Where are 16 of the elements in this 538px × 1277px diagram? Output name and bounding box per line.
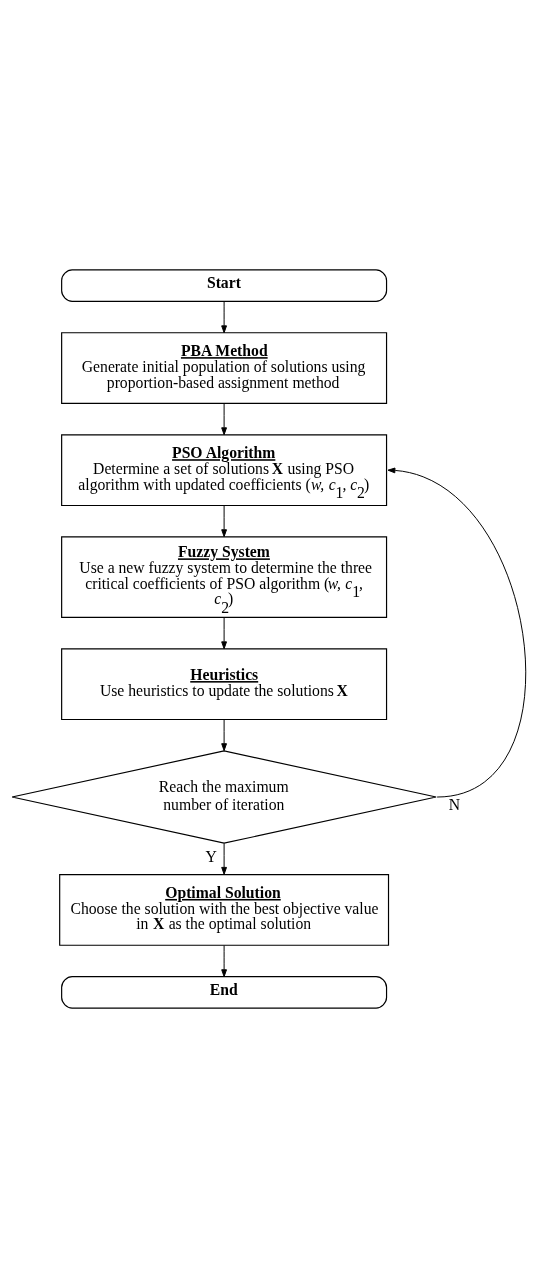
- arrow: [221, 718, 227, 751]
- arrow: [221, 616, 227, 649]
- node-box: End: [61, 975, 388, 1009]
- arrow: [221, 300, 227, 333]
- node-box: PBA Method Generate initial population of solutions using proportion-based assignment method: [61, 331, 388, 404]
- arrow: [221, 944, 227, 977]
- arrow: [221, 402, 227, 435]
- node-box: Heuristics Use heuristics to update the solutions X: [61, 647, 388, 720]
- edge-label: N: [448, 795, 461, 813]
- arrow: [387, 467, 527, 797]
- edge-label: Y: [205, 847, 217, 865]
- arrow: [221, 842, 227, 875]
- node-box: Start: [61, 268, 388, 302]
- node-diamond: Reach the maximum number of iteration: [11, 749, 437, 844]
- arrow: [221, 504, 227, 537]
- node-box: Optimal Solution Choose the solution with the best objective value in X as the optimal solution: [59, 873, 390, 946]
